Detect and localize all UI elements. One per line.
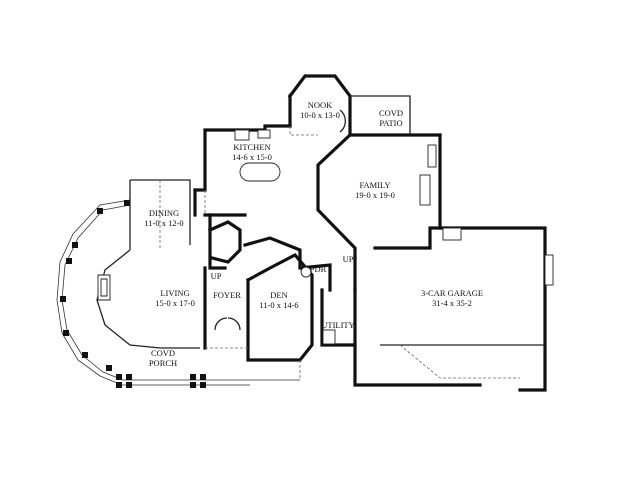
garage-name: 3-CAR GARAGE (421, 288, 483, 298)
den-size: 11-0 x 14-6 (259, 300, 298, 310)
foyer-name: FOYER (213, 290, 241, 300)
living-size: 15-0 x 17-0 (155, 298, 195, 308)
garage-size: 31-4 x 35-2 (432, 298, 472, 308)
dining-living-walls (96, 179, 200, 349)
room-labels: NOOK 10-0 x 13-0 COVD PATIO KITCHEN 14-6… (144, 100, 483, 368)
covd-porch-line1: COVD (151, 348, 175, 358)
fixtures (234, 129, 554, 345)
stair-up-family: UP (343, 254, 354, 264)
utility-name: UTILITY (321, 320, 355, 330)
den-name: DEN (270, 290, 287, 300)
family-name: FAMILY (359, 180, 390, 190)
family-size: 19-0 x 19-0 (355, 190, 395, 200)
kitchen-size: 14-6 x 15-0 (232, 152, 272, 162)
kitchen-name: KITCHEN (233, 142, 270, 152)
living-name: LIVING (160, 288, 189, 298)
covd-patio-line2: PATIO (379, 118, 402, 128)
nook-size: 10-0 x 13-0 (300, 110, 340, 120)
main-walls (193, 74, 547, 392)
dining-name: DINING (149, 208, 179, 218)
dashed-lines (159, 126, 318, 380)
covd-patio-line1: COVD (379, 108, 403, 118)
covd-porch-line2: PORCH (149, 358, 177, 368)
nook-name: NOOK (308, 100, 333, 110)
stair-up-foyer: UP (211, 271, 222, 281)
pdr-name: PDR (310, 264, 327, 274)
porch-railing (56, 199, 300, 386)
doors (214, 109, 346, 331)
dining-size: 11-0 x 12-0 (144, 218, 183, 228)
porch-posts (60, 200, 206, 388)
